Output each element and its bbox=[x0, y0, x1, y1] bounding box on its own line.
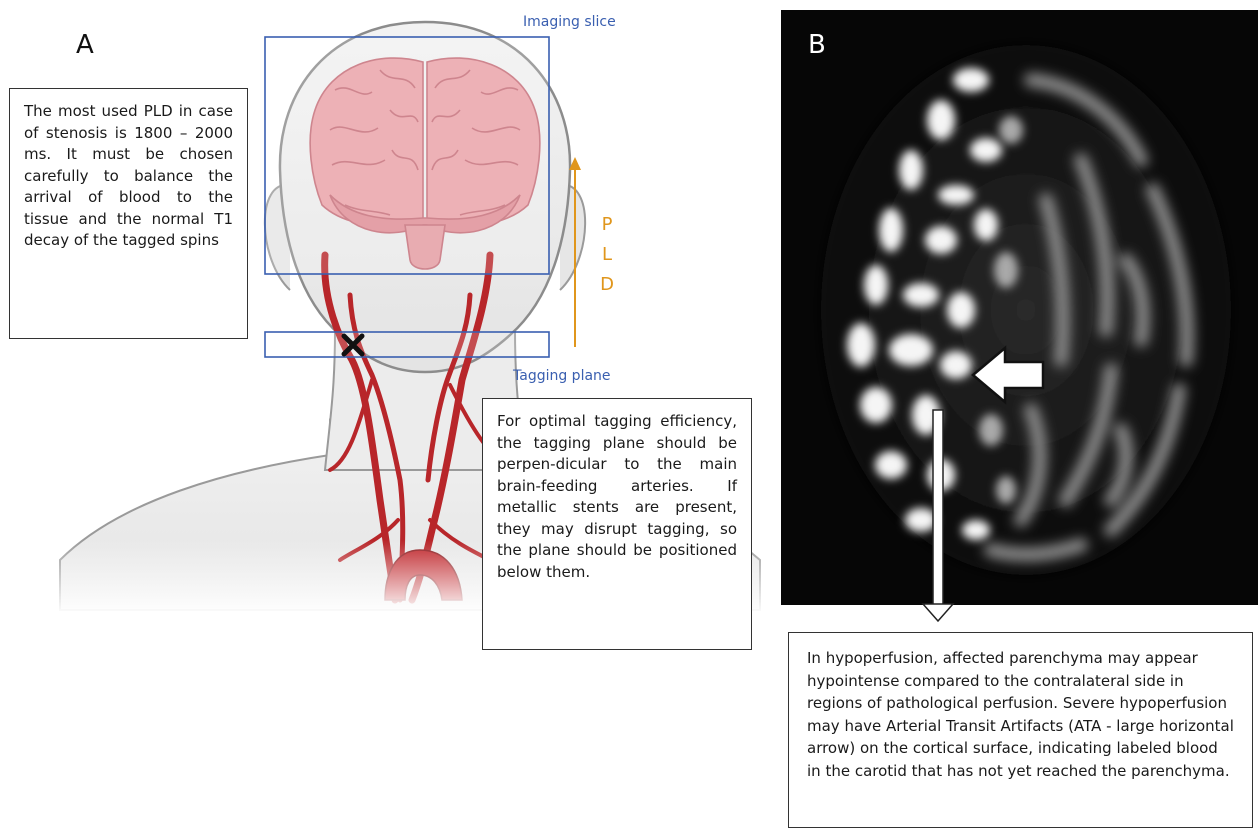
mri-brain-slice bbox=[781, 10, 1258, 605]
tagging-description-box: For optimal tagging efficiency, the tagg… bbox=[482, 398, 752, 650]
pld-letter-p: P bbox=[597, 214, 617, 235]
imaging-slice-frame bbox=[265, 37, 549, 274]
tagging-plane-label: Tagging plane bbox=[513, 368, 611, 384]
tagging-plane-frame bbox=[265, 332, 549, 357]
pld-letter-l: L bbox=[597, 244, 617, 265]
panel-b-label: B bbox=[808, 30, 826, 60]
hypoperfusion-description-box: In hypoperfusion, affected parenchyma ma… bbox=[788, 632, 1253, 828]
imaging-slice-label: Imaging slice bbox=[523, 14, 616, 30]
mri-perfusion-image bbox=[781, 10, 1258, 605]
pld-letter-d: D bbox=[597, 274, 617, 295]
pld-description-box: The most used PLD in case of stenosis is… bbox=[9, 88, 248, 339]
